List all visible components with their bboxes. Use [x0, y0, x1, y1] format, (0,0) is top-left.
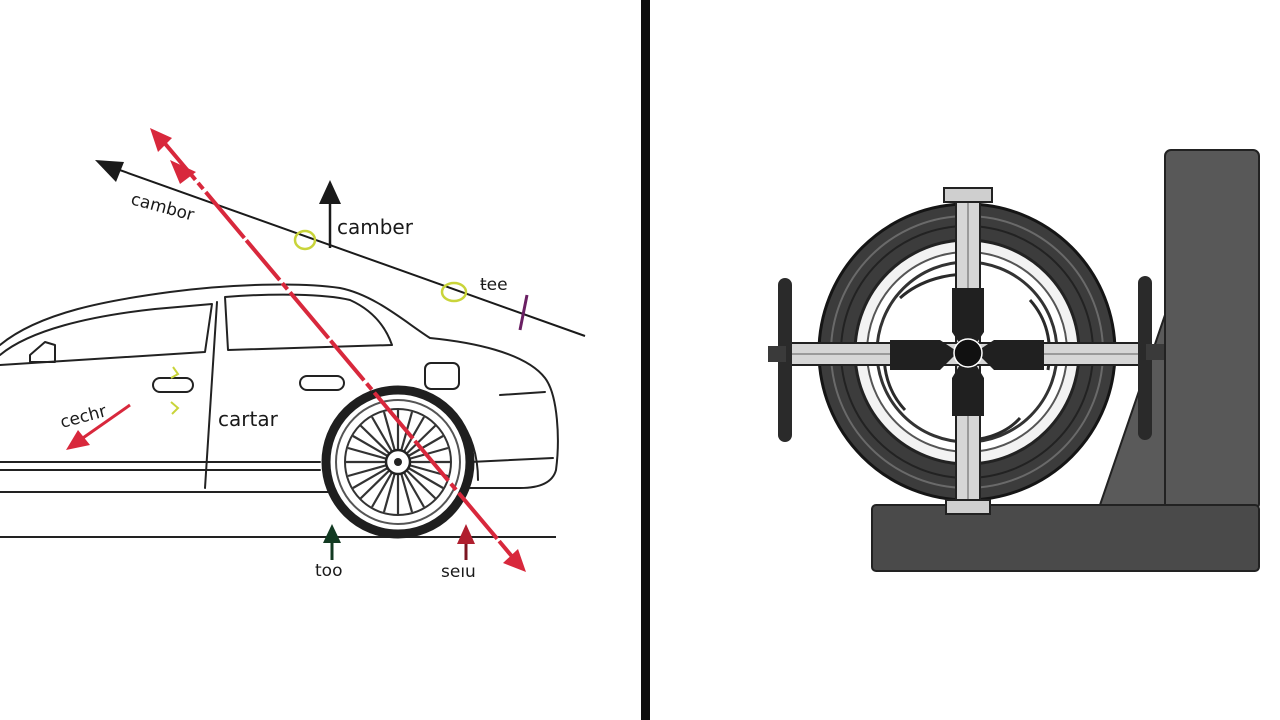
- purple-tick: [518, 294, 529, 331]
- car-outline: [0, 283, 559, 493]
- marker-circle-2: [440, 281, 468, 303]
- camber-up-arrow: [319, 180, 341, 248]
- label-cambor: cambor: [129, 190, 196, 226]
- wheel-alignment-rig-panel: [768, 149, 1260, 572]
- label-too: too: [315, 561, 342, 581]
- marker-circle-1: [293, 229, 317, 251]
- darkred-up-arrow: [457, 524, 475, 560]
- label-cartar: cartar: [218, 407, 279, 431]
- label-tee: ŧee: [480, 275, 508, 295]
- red-diagonal-arrow: [150, 128, 526, 572]
- label-seiu: sеıu: [441, 562, 476, 582]
- green-up-arrow: [323, 524, 341, 560]
- car-diagram-panel: cambor camber ŧee cechr cartar too sеıu: [0, 128, 586, 582]
- label-camber: camber: [337, 215, 414, 239]
- red-small-arrow: [66, 403, 131, 450]
- panel-divider: [641, 0, 650, 720]
- door-marker: [170, 366, 180, 415]
- wall-block: [1164, 149, 1260, 511]
- wheel-clamp: [768, 187, 1164, 515]
- base-platform: [871, 504, 1260, 572]
- reference-arrowhead: [95, 160, 124, 182]
- wheel: [321, 385, 475, 539]
- reference-line: [98, 160, 586, 337]
- label-cechr: cechr: [58, 401, 109, 432]
